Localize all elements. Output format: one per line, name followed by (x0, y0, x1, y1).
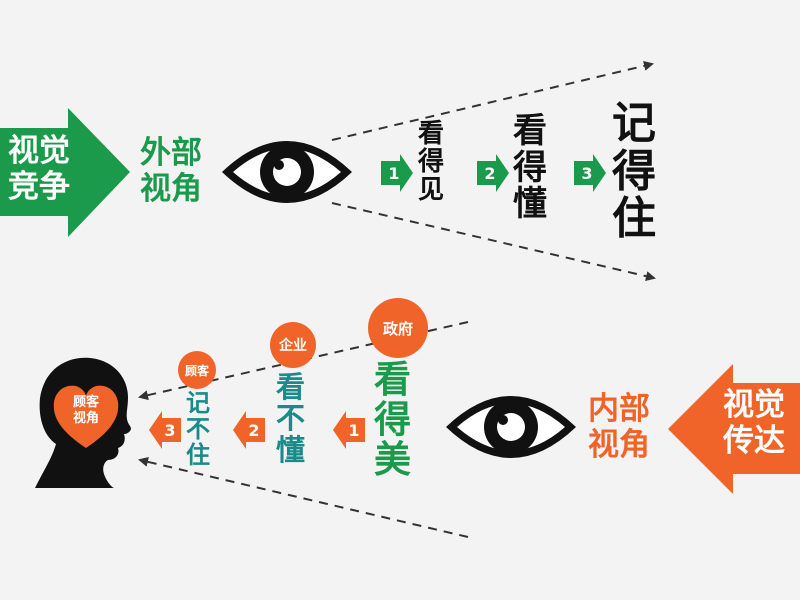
char: 记 (186, 389, 210, 417)
char: 得 (612, 145, 656, 197)
badge-enterprise: 企业 (270, 322, 316, 368)
top-step-arrow-3 (574, 154, 606, 192)
top-step-text-1: 看 得 见 (418, 120, 444, 204)
char: 看 (418, 119, 445, 149)
char: 看 (513, 111, 547, 151)
top-step-arrow-1 (381, 154, 413, 192)
visual-delivery-arrow (668, 364, 800, 494)
char: 美 (374, 437, 411, 481)
char: 看 (374, 358, 411, 401)
char: 看 (276, 370, 306, 404)
bottom-ray-lower (138, 456, 469, 538)
top-step-num-3: 3 (581, 163, 593, 183)
inner-eye-icon (446, 396, 576, 458)
top-step-arrow-2 (477, 154, 509, 192)
outer-eye-icon (222, 141, 352, 203)
visual-competition-arrow (0, 108, 130, 237)
outer-perspective-label: 外部 视角 (140, 135, 202, 207)
inner-perspective-label: 内部 视角 (588, 391, 650, 463)
customer-perspective-line1: 顾客 (72, 395, 99, 410)
top-ray-upper (331, 60, 654, 141)
heart-icon (53, 385, 119, 448)
outer-perspective-line2: 视角 (140, 170, 202, 207)
char: 住 (612, 193, 656, 245)
badge-customer: 顾客 (178, 351, 216, 389)
char: 见 (418, 175, 445, 206)
bottom-step-arrow-2 (233, 411, 265, 449)
inner-perspective-line2: 视角 (588, 426, 650, 463)
top-step-text-3: 记 得 住 (612, 100, 656, 243)
visual-delivery-label: 视觉 传达 (714, 387, 794, 459)
top-ray-lower (331, 202, 656, 282)
visual-delivery-line2: 传达 (723, 422, 785, 459)
top-step-num-1: 1 (388, 163, 400, 183)
char: 得 (418, 147, 445, 178)
char: 记 (612, 98, 656, 149)
visual-competition-line1: 视觉 (8, 133, 70, 169)
char: 得 (513, 147, 547, 188)
outer-perspective-line1: 外部 (140, 135, 202, 171)
visual-competition-label: 视觉 竞争 (2, 133, 76, 205)
bottom-step-arrow-1 (333, 411, 365, 449)
char: 懂 (276, 432, 306, 467)
badge-government: 政府 (368, 298, 428, 358)
visual-competition-line2: 竞争 (8, 168, 70, 205)
char: 不 (276, 401, 306, 436)
customer-perspective-line2: 视角 (72, 410, 99, 426)
bottom-step-num-1: 1 (348, 420, 360, 440)
bottom-step-text-1: 看 得 美 (374, 360, 411, 480)
bottom-step-text-3: 记 不 住 (186, 389, 210, 469)
bottom-step-num-3: 3 (164, 420, 176, 440)
char: 不 (186, 414, 210, 443)
customer-perspective-label: 顾客 视角 (62, 395, 110, 426)
bottom-step-num-2: 2 (248, 420, 260, 440)
bottom-step-arrow-3 (149, 411, 181, 449)
visual-delivery-line1: 视觉 (723, 387, 785, 423)
top-step-text-2: 看 得 懂 (513, 113, 547, 223)
bottom-step-text-2: 看 不 懂 (276, 370, 306, 467)
char: 得 (374, 397, 411, 441)
char: 懂 (513, 184, 547, 225)
inner-perspective-line1: 内部 (588, 391, 650, 427)
top-step-num-2: 2 (484, 163, 496, 183)
char: 住 (186, 440, 210, 469)
